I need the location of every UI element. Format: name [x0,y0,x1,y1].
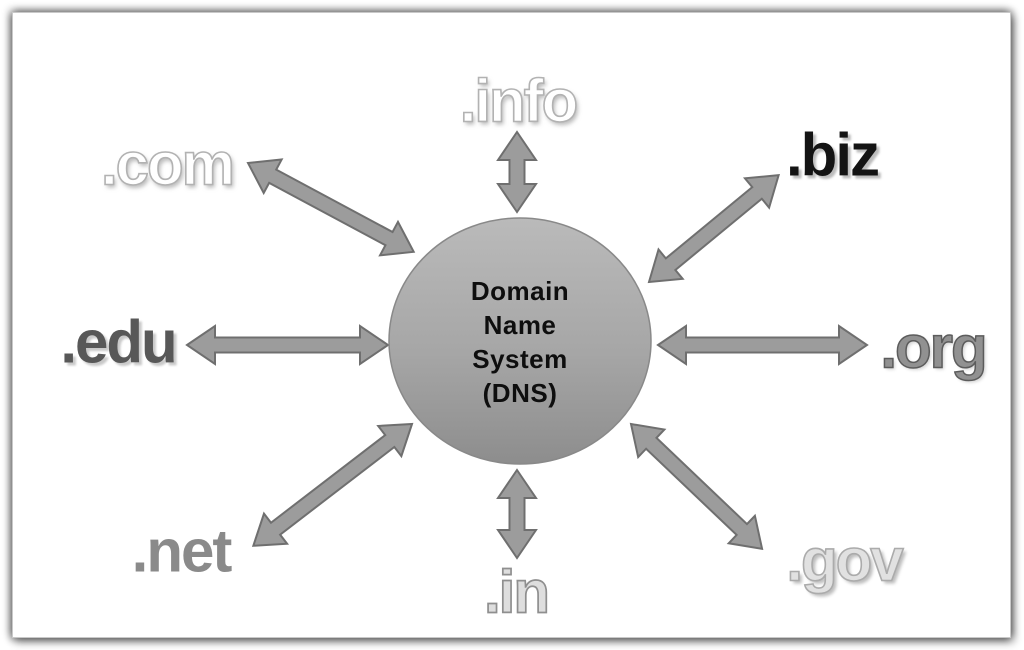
arrow-dns-in [496,468,538,560]
node-org: .org [880,313,989,382]
arrow-dns-org [656,324,869,366]
dns-label-line-2: Name [483,310,557,340]
dns-label-line-3: System [472,344,568,374]
dns-label-line-1: Domain [470,276,570,306]
node-gov: .gov [786,526,905,595]
node-in: .in [483,558,551,627]
node-com: .com [100,130,236,199]
arrow-dns-info [496,130,538,214]
dns-label-line-4: (DNS) [482,378,558,408]
node-info: .info [459,67,579,136]
arrow-dns-net [251,422,414,547]
arrow-dns-gov [629,422,764,551]
dns-circle [388,217,652,465]
node-biz: .biz [786,121,880,189]
node-net: .net [131,517,233,585]
arrow-dns-biz [647,174,781,284]
dns-center-label: Domain Name System (DNS) [390,274,650,410]
arrow-dns-edu [185,324,390,366]
node-edu: .edu [60,308,177,376]
arrow-dns-com [246,158,416,257]
